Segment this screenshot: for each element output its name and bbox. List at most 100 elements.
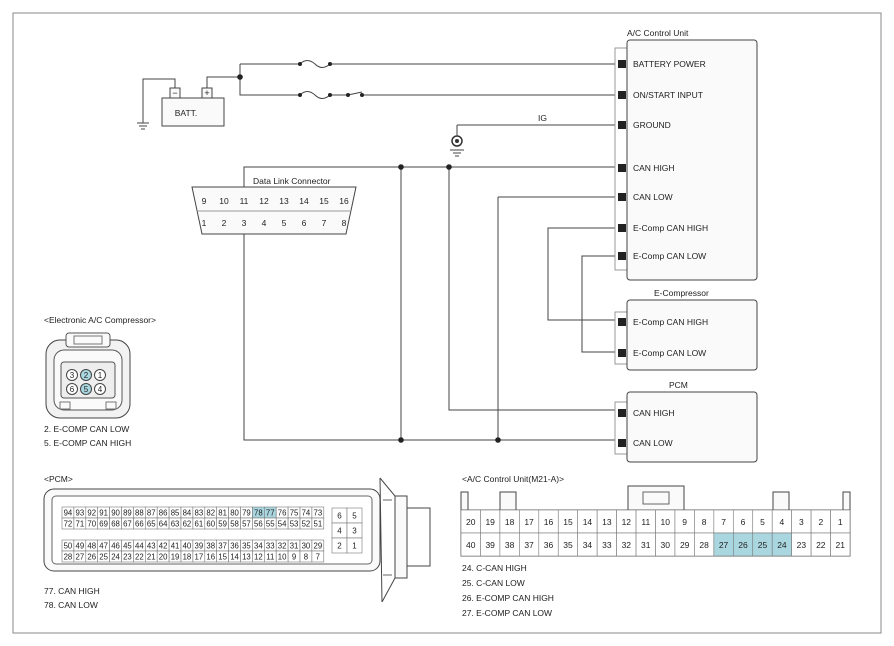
ac-unit-pin-terminal [618, 193, 626, 201]
pcm-pin-label: 7 [316, 553, 320, 562]
ecomp-box [626, 299, 758, 371]
pcm-pin-terminal [618, 439, 626, 447]
pcm-pin-label: 37 [218, 542, 227, 551]
ac-connector-pin-label: 18 [505, 517, 515, 527]
pcm-pin-label: 53 [290, 520, 299, 529]
ac-connector-pin-label: 39 [485, 540, 495, 550]
ac-connector-pin-label: 5 [760, 517, 765, 527]
fuses [299, 60, 363, 99]
pcm-pin-label: 31 [290, 542, 299, 551]
compressor-pin [80, 369, 92, 381]
pcm-pin-label: 81 [218, 509, 227, 518]
dlc-pin: 7 [322, 218, 327, 228]
pcm-pin-label: 46 [111, 542, 120, 551]
battery-body [161, 97, 225, 127]
pcm-pin-label: 66 [135, 520, 144, 529]
pcm-side-pin-label: 2 [337, 542, 342, 551]
ac-unit-pin-label: ON/START INPUT [633, 90, 703, 100]
pcm-pin-label: 58 [230, 520, 239, 529]
pcm-pin-label: 73 [314, 509, 323, 518]
ac-unit-pin-label: BATTERY POWER [633, 59, 706, 69]
pcm-pin-label: 28 [64, 553, 73, 562]
pcm-pin-label: 93 [76, 509, 85, 518]
pcm-pin-label: 18 [183, 553, 192, 562]
dlc-pin: 10 [219, 196, 229, 206]
ac-connector-pin-label: 8 [702, 517, 707, 527]
ac-unit-pin-terminal [618, 121, 626, 129]
compressor-legend-item: 2. E-COMP CAN LOW [44, 424, 129, 434]
ac-connector-pin-label: 40 [466, 540, 476, 550]
pcm-pin-label: 40 [183, 542, 192, 551]
pcm-connector-title: <PCM> [44, 474, 73, 484]
ac-connector-pin-label: 24 [777, 540, 787, 550]
pcm-pin-label: 77 [266, 509, 275, 518]
ac-connector-pin-label: 7 [721, 517, 726, 527]
dlc-pin: 4 [262, 218, 267, 228]
dlc-pin: 6 [302, 218, 307, 228]
pcm-pin-label: 63 [171, 520, 180, 529]
dlc-pin: 2 [222, 218, 227, 228]
pcm-pin-label: 59 [218, 520, 227, 529]
pcm-pin-label: 11 [266, 553, 274, 562]
ac-connector-end [842, 491, 851, 511]
ac-connector-legend-item: 25. C-CAN LOW [462, 578, 525, 588]
pcm-pin-label: 94 [64, 509, 73, 518]
ac-connector-pin-label: 38 [505, 540, 515, 550]
ecomp-can-low-wire [581, 255, 620, 353]
ac-connector-end [460, 491, 469, 511]
fuse-icon [299, 60, 331, 68]
pcm-pin-label: 30 [302, 542, 311, 551]
compressor-connector-latch [65, 332, 111, 348]
pcm-pin-label: 19 [171, 553, 180, 562]
pcm-connector-lever [394, 495, 408, 579]
ac-connector-pin-label: 26 [738, 540, 748, 550]
pcm-pin-label: 55 [266, 520, 275, 529]
ac-connector-pin-label: 36 [544, 540, 554, 550]
pcm-pin-label: 25 [99, 553, 108, 562]
pcm-connector-latch [379, 477, 396, 603]
ac-connector-pin-label: 35 [563, 540, 573, 550]
chassis-ground-icon [137, 122, 149, 130]
ac-connector-pin-label: 15 [563, 517, 573, 527]
switch-icon [347, 91, 363, 96]
pcm-pin-label: 10 [278, 553, 287, 562]
ac-connector-pin-label: 12 [622, 517, 632, 527]
pcm-pin-label: 21 [147, 553, 156, 562]
pcm-pin-label: 74 [302, 509, 311, 518]
dlc-pin: 9 [202, 196, 207, 206]
compressor-legend-item: 5. E-COMP CAN HIGH [44, 438, 131, 448]
dlc-pin: 8 [342, 218, 347, 228]
compressor-connector-title: <Electronic A/C Compressor> [44, 315, 156, 325]
pcm-pin-terminal [618, 409, 626, 417]
dlc-can-low-wire [243, 228, 620, 441]
battery-ground-wire [142, 78, 176, 123]
pcm-pin-label: 38 [206, 542, 215, 551]
pcm-side-pin-label: 3 [352, 527, 357, 536]
pcm-pin-label: 87 [147, 509, 156, 518]
pcm-pin-label: 49 [76, 542, 85, 551]
pcm-side-pin-cell [346, 537, 363, 554]
pcm-legend-item: 77. CAN HIGH [44, 586, 100, 596]
pcm-pin-label: 27 [76, 553, 85, 562]
ac-unit-pin-terminal [618, 224, 626, 232]
ac-connector-pin-label: 16 [544, 517, 554, 527]
pcm-pin-label: 82 [206, 509, 215, 518]
pcm-pin-label: 90 [111, 509, 120, 518]
ac-connector-title: <A/C Control Unit(M21-A)> [462, 474, 564, 484]
pcm-pin-label: 61 [195, 520, 204, 529]
ac-connector-pin-label: 6 [741, 517, 746, 527]
fuse-terminals [298, 62, 364, 97]
ac-connector-pin-label: 31 [641, 540, 651, 550]
pcm-can-high-wire [448, 167, 620, 411]
battery: − + BATT. [161, 87, 225, 127]
ac-connector-legend-item: 26. E-COMP CAN HIGH [462, 593, 554, 603]
pcm-pin-label: 15 [218, 553, 227, 562]
ac-connector-pin-label: 9 [682, 517, 687, 527]
pcm-pin-label: 35 [242, 542, 251, 551]
pcm-pin-label: 60 [206, 520, 215, 529]
pcm-side-pin-label: 1 [352, 542, 357, 551]
